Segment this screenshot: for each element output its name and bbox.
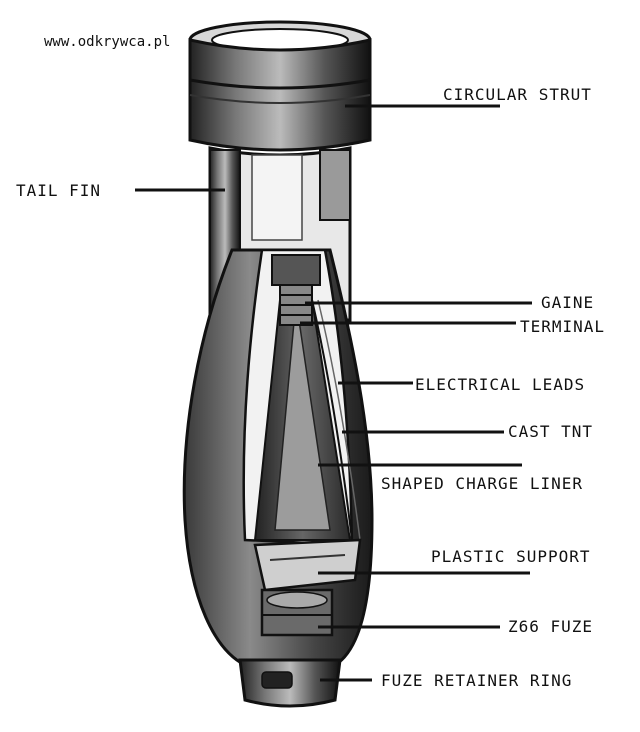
- labels: CIRCULAR STRUT TAIL FIN GAINE TERMINAL E…: [16, 85, 605, 690]
- watermark: www.odkrywca.pl: [44, 34, 170, 50]
- label-circular-strut: CIRCULAR STRUT: [443, 85, 592, 104]
- label-plastic-support: PLASTIC SUPPORT: [431, 547, 591, 566]
- label-electrical-leads: ELECTRICAL LEADS: [415, 375, 585, 394]
- label-terminal: TERMINAL: [520, 317, 605, 336]
- label-z66-fuze: Z66 FUZE: [508, 617, 593, 636]
- grenade-illustration: [182, 20, 374, 708]
- label-fuze-retainer-ring: FUZE RETAINER RING: [381, 671, 572, 690]
- label-cast-tnt: CAST TNT: [508, 422, 593, 441]
- label-shaped-charge-liner: SHAPED CHARGE LINER: [381, 474, 583, 493]
- label-gaine: GAINE: [541, 293, 594, 312]
- label-tail-fin: TAIL FIN: [16, 181, 101, 200]
- leader-lines: [135, 104, 532, 682]
